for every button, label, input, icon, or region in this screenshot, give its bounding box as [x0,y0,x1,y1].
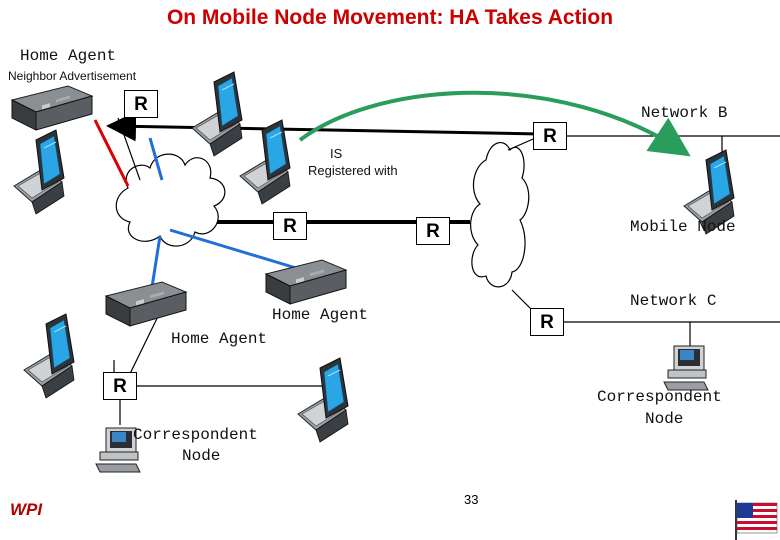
home-agent-mid-label: Home Agent [272,306,369,324]
network-c-label: Network C [630,292,717,310]
router-backbone-left: R [273,212,307,240]
router-home-agent-top: R [124,90,158,118]
internet-cloud-left [115,153,226,247]
home-agent-top-label: Home Agent [20,47,117,65]
laptop-bottom-left [23,313,75,399]
movement-arrow [298,90,691,157]
correspondent-node-left-label-line2: Node [182,447,221,465]
slide-title: On Mobile Node Movement: HA Takes Action [166,6,614,29]
correspondent-node-right-label-line2: Node [645,410,684,428]
home-agent-top-server [11,85,93,131]
blue-link [148,137,164,181]
page-number: 33 [464,492,479,507]
is-registered-label-line2: Registered with [308,163,398,178]
correspondent-node-left-label-line1: Correspondent [133,426,258,444]
home-agent-left-label: Home Agent [171,330,268,348]
flag-icon [735,500,778,540]
internet-cloud-right [470,142,530,288]
laptop-bottom-center [297,357,349,443]
correspondent-node-right-desktop [663,345,709,391]
correspondent-node-right-label-line1: Correspondent [597,388,722,406]
neighbor-advertisement-label: Neighbor Advertisement [8,69,137,83]
router-network-c: R [530,308,564,336]
is-registered-label-line1: IS [330,146,343,161]
router-backbone-right: R [416,217,450,245]
red-link [93,119,130,187]
redirect-arrow [106,111,541,142]
home-agent-mid-server [265,259,347,305]
router-bottom-left: R [103,372,137,400]
network-b-label: Network B [641,104,728,122]
laptop-top [191,71,243,157]
laptop-left [13,129,65,215]
wpi-logo: WPI [10,500,43,519]
mobile-node-label: Mobile Node [630,218,736,236]
laptop-center [239,119,291,205]
router-network-b: R [533,122,567,150]
home-agent-left-server [105,281,187,327]
